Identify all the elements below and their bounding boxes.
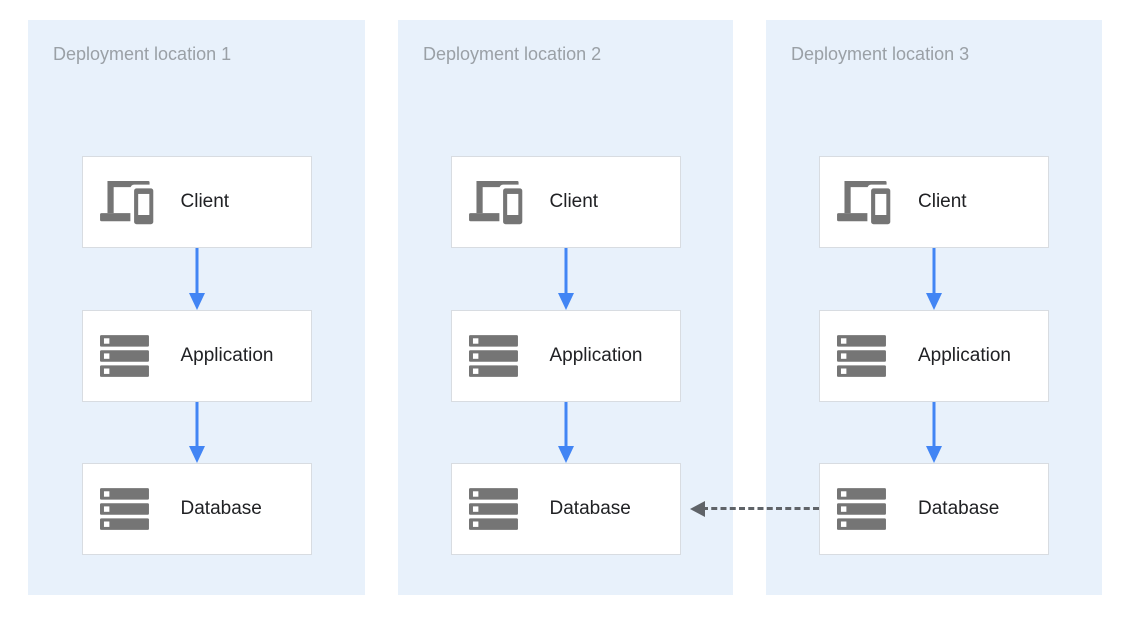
database-node-3: Database <box>819 463 1049 555</box>
application-node-1: Application <box>81 310 312 402</box>
node-label: Database <box>180 498 262 519</box>
node-label: Client <box>918 191 967 212</box>
arrow-down-head <box>188 446 205 463</box>
arrow-database3-to-database2 <box>690 501 819 517</box>
arrow-shaft <box>195 248 198 297</box>
application-node-2: Application <box>450 310 681 402</box>
arrow-shaft <box>932 248 936 297</box>
node-label: Database <box>918 498 1000 519</box>
node-label: Application <box>180 345 274 366</box>
arrow-down-head <box>926 446 942 463</box>
application-node-3: Application <box>819 310 1049 402</box>
arrow-shaft <box>195 402 198 450</box>
node-label: Client <box>549 191 599 212</box>
server-stack-icon <box>99 335 164 377</box>
dashed-arrow-shaft <box>702 507 819 510</box>
arrow-down-head <box>557 446 574 463</box>
database-node-2: Database <box>450 463 681 555</box>
arrow-down-head <box>188 293 205 310</box>
arrow-shaft <box>564 402 567 450</box>
panel-3-title: Deployment location 3 <box>791 44 970 64</box>
client-node-3: Client <box>819 156 1049 248</box>
server-stack-icon <box>837 488 901 530</box>
arrow-application-to-database-3 <box>926 402 942 463</box>
server-stack-icon <box>468 488 533 530</box>
server-stack-icon <box>468 335 533 377</box>
client-node-1: Client <box>81 156 312 248</box>
node-label: Application <box>918 345 1011 366</box>
arrow-shaft <box>564 248 567 297</box>
arrow-shaft <box>932 402 936 450</box>
server-stack-icon <box>99 488 164 530</box>
arrow-left-head <box>690 501 705 517</box>
server-stack-icon <box>837 335 901 377</box>
node-label: Client <box>180 191 230 212</box>
deployment-location-2-panel: Deployment location 2 Client <box>398 20 733 595</box>
client-devices-icon <box>99 176 164 228</box>
node-label: Application <box>549 345 643 366</box>
panel-2-title: Deployment location 2 <box>423 44 602 64</box>
deployment-location-1-panel: Deployment location 1 Client <box>28 20 365 595</box>
node-label: Database <box>549 498 631 519</box>
panel-1-title: Deployment location 1 <box>53 44 232 64</box>
database-node-1: Database <box>81 463 312 555</box>
arrow-application-to-database-1 <box>188 402 205 463</box>
client-node-2: Client <box>450 156 681 248</box>
arrow-down-head <box>926 293 942 310</box>
client-devices-icon <box>837 176 901 228</box>
arrow-down-head <box>557 293 574 310</box>
arrow-client-to-application-3 <box>926 248 942 310</box>
deployment-location-3-panel: Deployment location 3 Client <box>766 20 1102 595</box>
arrow-client-to-application-1 <box>188 248 205 310</box>
arrow-client-to-application-2 <box>557 248 574 310</box>
client-devices-icon <box>468 176 533 228</box>
arrow-application-to-database-2 <box>557 402 574 463</box>
